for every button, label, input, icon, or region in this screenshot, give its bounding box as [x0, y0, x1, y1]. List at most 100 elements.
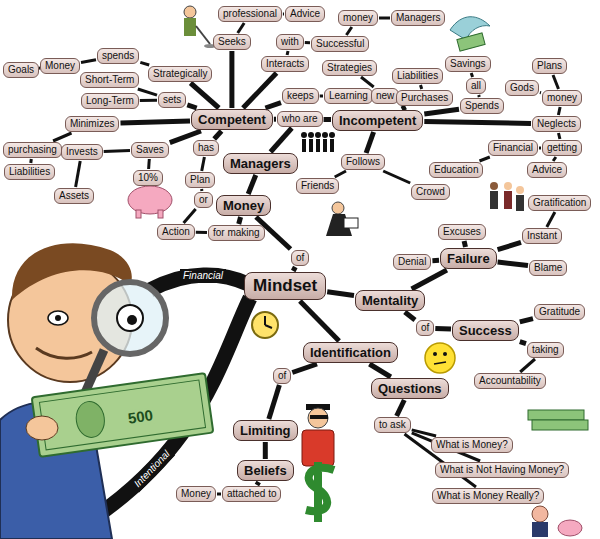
node-text: for making [213, 227, 260, 239]
branch-line [498, 262, 528, 266]
node-text: Action [162, 226, 190, 238]
node-text: Managers [230, 156, 291, 171]
branch-line [366, 132, 374, 153]
branch-node: Successful [311, 36, 369, 52]
pig [558, 520, 582, 536]
body [302, 139, 306, 152]
node-text: Gods [510, 82, 534, 94]
magnified-pupil [127, 315, 137, 325]
branch-line [76, 161, 81, 187]
branch-node: Education [429, 162, 483, 178]
branch-line [200, 189, 203, 191]
branch-node: Financial [488, 140, 538, 156]
man-with-pig [532, 506, 582, 537]
node-text: Strategies [327, 62, 372, 74]
book [344, 218, 358, 228]
branch-node: Purchases [396, 90, 453, 106]
node-text: Instant [527, 230, 557, 242]
branch-line [471, 73, 472, 77]
branch-node: Interacts [261, 56, 309, 72]
node-text: Savings [450, 58, 486, 70]
branch-node: Goals [3, 62, 39, 78]
main-node: Managers [223, 153, 298, 174]
node-text: Goals [8, 64, 34, 76]
branch-node: professional [218, 6, 282, 22]
branch-line [547, 212, 555, 227]
node-text: Mentality [362, 293, 418, 308]
node-text: What is Money? [436, 439, 508, 451]
branch-node: of [291, 250, 309, 266]
branch-node: 10% [133, 170, 163, 186]
magnified-eye [117, 305, 143, 331]
branch-node: Learning [324, 88, 373, 104]
node-text: Money [223, 198, 264, 213]
branch-line [271, 128, 292, 152]
note-border [39, 380, 205, 450]
sunglasses [310, 415, 328, 419]
money-stack [528, 410, 588, 430]
branch-node: Action [157, 224, 195, 240]
head [332, 202, 344, 214]
node-text: Plan [190, 174, 210, 186]
node-text: Failure [447, 251, 490, 266]
branch-line [539, 147, 541, 150]
branch-line [257, 482, 259, 485]
head [490, 182, 498, 190]
node-text: Assets [59, 190, 89, 202]
main-node: Questions [371, 378, 449, 399]
eye [443, 352, 447, 356]
branch-node: Managers [391, 10, 445, 26]
branch-line [361, 77, 374, 87]
branch-node: Saves [131, 142, 169, 158]
node-text: Advice [532, 164, 562, 176]
branch-label: Intentional [129, 445, 175, 492]
branch-line [293, 267, 295, 271]
node-text: Minimizes [70, 118, 114, 130]
main-node: Mindset [244, 272, 326, 300]
branch-node: Long-Term [81, 93, 139, 109]
branch-line [238, 23, 245, 33]
branch-node: all [466, 78, 486, 94]
node-text: Incompetent [339, 113, 416, 128]
node-text: Saves [136, 144, 164, 156]
branch-line [558, 107, 560, 115]
node-text: of [296, 252, 304, 264]
node-text: Excuses [443, 226, 481, 238]
node-text: of [421, 322, 429, 334]
mouth [434, 362, 446, 364]
branch-line [269, 385, 280, 419]
body [504, 191, 512, 209]
branch-node: Gratitude [534, 304, 585, 320]
branch-line [435, 326, 451, 332]
body [323, 139, 327, 152]
node-text: Limiting [240, 423, 291, 438]
branch-line [520, 359, 535, 372]
branch-node: Gratification [528, 195, 591, 211]
node-text: Mindset [253, 276, 317, 296]
branch-node: Spends [460, 98, 504, 114]
branch-node: or [194, 192, 213, 208]
node-text: 10% [138, 172, 158, 184]
main-node: Beliefs [237, 460, 294, 481]
eye [48, 311, 68, 325]
bill [528, 410, 584, 420]
branch-line [412, 270, 447, 289]
branch-node: Short-Term [80, 72, 139, 88]
head [322, 132, 328, 138]
node-text: Purchases [401, 92, 448, 104]
hand [26, 416, 58, 440]
body [490, 191, 498, 209]
head [532, 506, 548, 522]
branch-line [81, 60, 96, 63]
branch-line [104, 149, 130, 153]
branch-line [243, 73, 277, 108]
branch-line [405, 312, 415, 320]
branch-node: Money [176, 486, 216, 502]
head [184, 6, 196, 18]
branch-node: money [338, 10, 378, 26]
node-text: Beliefs [244, 463, 287, 478]
head [329, 132, 335, 138]
branch-node: Excuses [438, 224, 486, 240]
people-group [490, 182, 524, 211]
